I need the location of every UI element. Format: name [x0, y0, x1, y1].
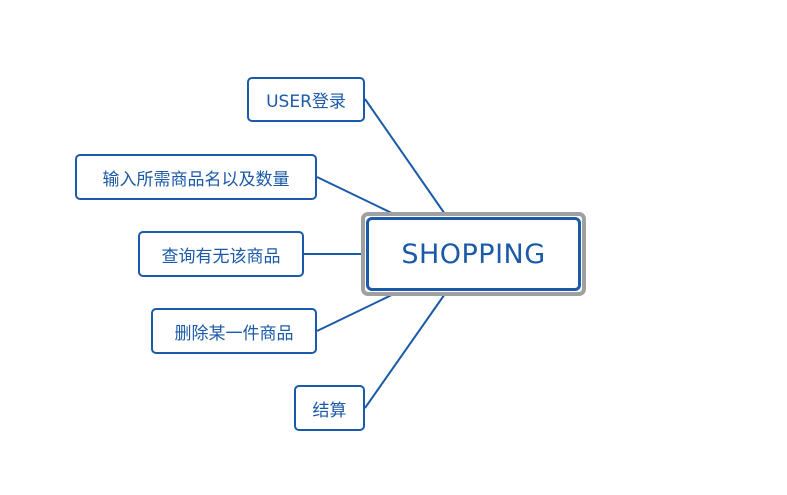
- branch-node-label: 结算: [312, 400, 347, 421]
- branch-node-label: 删除某一件商品: [174, 323, 294, 344]
- branch-node-checkout[interactable]: 结算: [294, 385, 365, 431]
- connector-user-login: [364, 98, 448, 218]
- branch-node-user-login[interactable]: USER登录: [247, 77, 365, 122]
- connector-delete-item: [316, 290, 401, 332]
- branch-node-input-items[interactable]: 输入所需商品名以及数量: [75, 154, 317, 200]
- center-node-shopping[interactable]: SHOPPING: [366, 217, 581, 291]
- branch-node-label: USER登录: [266, 92, 346, 112]
- branch-node-label: 输入所需商品名以及数量: [102, 169, 290, 190]
- branch-node-query-items[interactable]: 查询有无该商品: [138, 231, 304, 277]
- connector-checkout: [364, 290, 448, 409]
- center-node-label: SHOPPING: [401, 238, 546, 270]
- connector-input-items: [316, 176, 401, 218]
- branch-node-delete-item[interactable]: 删除某一件商品: [151, 308, 317, 354]
- branch-node-label: 查询有无该商品: [161, 246, 281, 267]
